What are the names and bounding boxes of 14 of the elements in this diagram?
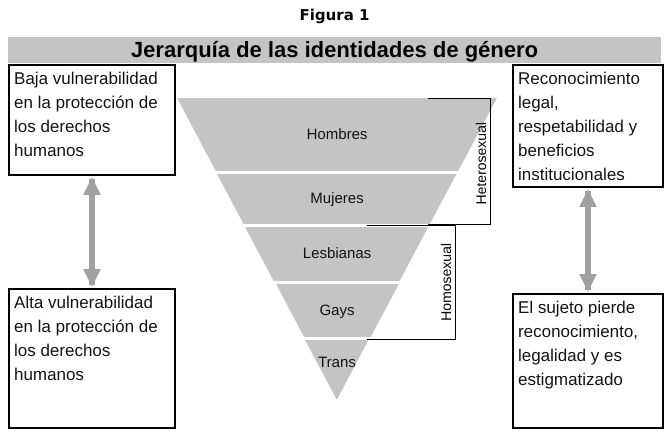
double-arrow (83, 177, 101, 287)
title-banner: Jerarquía de las identidades de género (8, 37, 661, 63)
pyramid-band: Lesbianas (245, 227, 429, 281)
bracket (428, 98, 491, 225)
pyramid-band: Mujeres (217, 174, 457, 224)
text-box: Baja vulnerabilidad en la protección de los derechos humanos (8, 64, 176, 176)
text-box: El sujeto pierde reconocimiento, legalidad y es estigmatizado (512, 293, 664, 429)
text-box: Reconocimiento legal, respetabilidad y beneficios institucionales (512, 64, 664, 188)
pyramid-band: Gays (276, 284, 398, 337)
bracket-label: Homosexual (438, 242, 454, 320)
double-arrow (579, 189, 597, 292)
text-box: Alta vulnerabilidad en la protección de los derechos humanos (8, 288, 176, 429)
pyramid-band: Trans (305, 340, 369, 399)
figure-label: Figura 1 (298, 6, 370, 24)
